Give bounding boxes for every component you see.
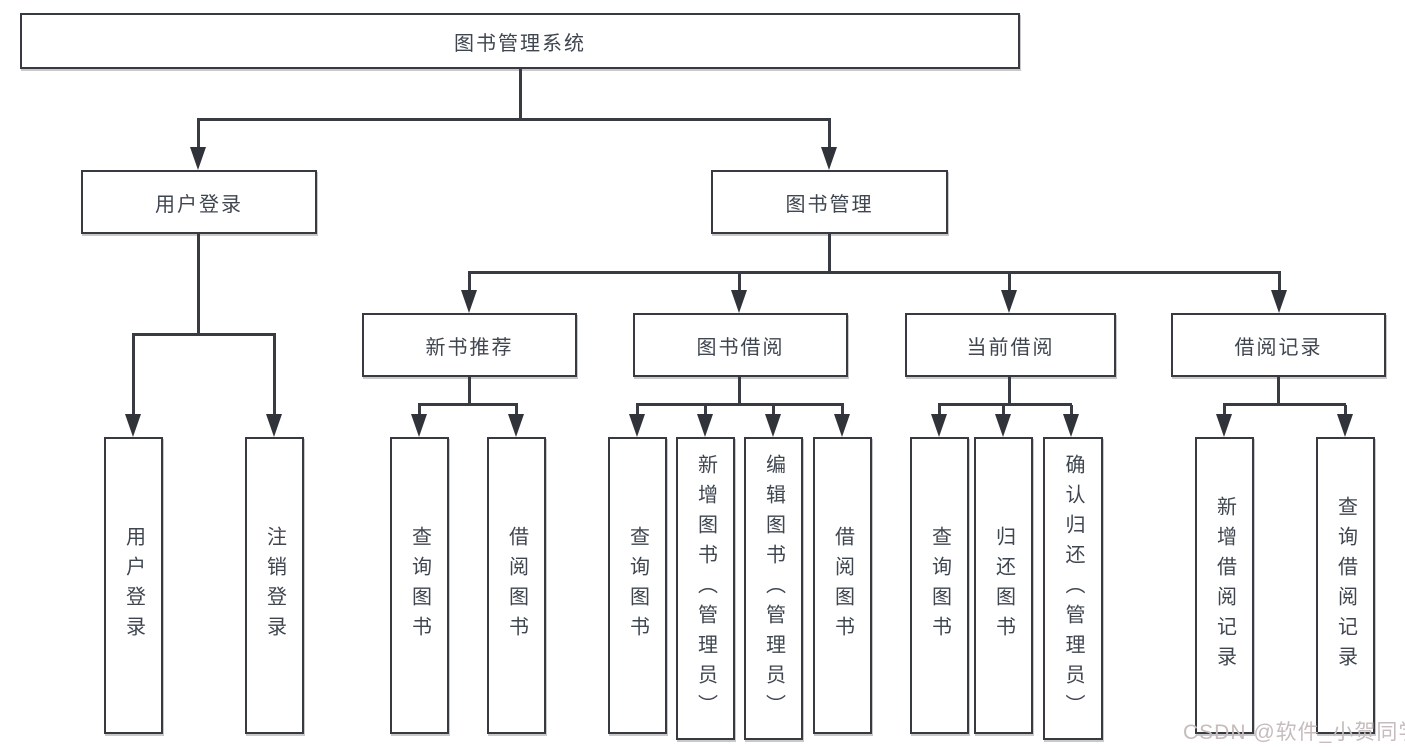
node-new-book-recommend: 新书推荐 — [362, 313, 577, 377]
connector-drop — [197, 120, 200, 148]
connector-drop — [273, 335, 276, 415]
connector-drop — [515, 405, 518, 416]
leaf-label: 注销登录 — [263, 525, 286, 646]
arrow-down-icon — [266, 414, 282, 437]
node-label: 用户登录 — [155, 193, 243, 216]
connector-drop — [1223, 405, 1226, 416]
connector-drop — [1278, 273, 1281, 293]
leaf-label: 新增借阅记录 — [1213, 495, 1236, 676]
leaf-label: 查询借阅记录 — [1334, 495, 1357, 676]
leaf-edit-book-admin: 编辑图书（管理员） — [744, 437, 803, 740]
arrow-down-icon — [629, 414, 645, 437]
connector-userlogin-trunk — [197, 234, 200, 335]
leaf-label: 编辑图书（管理员） — [762, 453, 785, 724]
arrow-down-icon — [834, 414, 850, 437]
connector-bookmgmt-trunk — [828, 234, 831, 274]
leaf-logout: 注销登录 — [245, 437, 304, 734]
node-borrow-record: 借阅记录 — [1171, 313, 1386, 377]
connector-rail-userlogin — [132, 333, 276, 336]
leaf-user-login: 用户登录 — [104, 437, 163, 734]
connector-drop — [738, 273, 741, 293]
connector-drop — [938, 405, 941, 416]
leaf-label: 归还图书 — [992, 525, 1015, 646]
node-label: 图书借阅 — [696, 336, 785, 359]
arrow-down-icon — [731, 290, 747, 313]
arrow-down-icon — [931, 414, 947, 437]
connector-rail-level2 — [197, 118, 831, 121]
arrow-down-icon — [1337, 414, 1353, 437]
arrow-down-icon — [1063, 414, 1079, 437]
connector-drop — [828, 120, 831, 148]
connector-drop — [1002, 405, 1005, 416]
leaf-query-borrow-record: 查询借阅记录 — [1316, 437, 1375, 734]
node-current-borrow: 当前借阅 — [905, 313, 1116, 377]
leaf-label: 查询图书 — [408, 525, 431, 646]
arrow-down-icon — [1216, 414, 1232, 437]
connector-drop — [636, 405, 639, 416]
watermark-text: CSDN @软件_小贺同学 — [1183, 721, 1405, 744]
connector-drop — [841, 405, 844, 416]
node-label: 借阅记录 — [1234, 336, 1323, 359]
arrow-down-icon — [697, 414, 713, 437]
connector-rail — [1223, 403, 1346, 406]
node-user-login: 用户登录 — [81, 170, 317, 234]
leaf-query-book-recommend: 查询图书 — [390, 437, 449, 734]
node-label: 当前借阅 — [966, 336, 1055, 359]
arrow-down-icon — [125, 414, 141, 437]
connector-trunk — [1277, 377, 1280, 406]
leaf-label: 新增图书（管理员） — [694, 453, 717, 724]
leaf-label: 借阅图书 — [505, 525, 528, 646]
node-book-borrow: 图书借阅 — [633, 313, 848, 377]
arrow-down-icon — [765, 414, 781, 437]
leaf-return-book: 归还图书 — [974, 437, 1033, 734]
leaf-query-book-current: 查询图书 — [910, 437, 969, 734]
leaf-label: 确认归还（管理员） — [1062, 453, 1084, 724]
arrow-down-icon — [508, 414, 524, 437]
node-label: 图书管理 — [785, 193, 874, 216]
arrow-down-icon — [995, 414, 1011, 437]
arrow-down-icon — [821, 147, 837, 170]
connector-root-trunk — [519, 69, 522, 120]
arrow-down-icon — [1001, 290, 1017, 313]
connector-drop — [1070, 405, 1073, 416]
connector-rail-level3 — [468, 271, 1281, 274]
connector-drop — [132, 335, 135, 415]
connector-trunk — [1008, 377, 1011, 406]
arrow-down-icon — [411, 414, 427, 437]
leaf-label: 用户登录 — [122, 525, 145, 646]
connector-trunk — [738, 377, 741, 406]
node-label: 图书管理系统 — [454, 32, 586, 55]
node-book-management: 图书管理 — [711, 170, 948, 234]
leaf-label: 查询图书 — [928, 525, 951, 646]
arrow-down-icon — [461, 290, 477, 313]
connector-drop — [772, 405, 775, 416]
connector-rail — [418, 403, 518, 406]
leaf-label: 借阅图书 — [831, 525, 854, 646]
leaf-confirm-return-admin: 确认归还（管理员） — [1043, 437, 1103, 740]
connector-drop — [418, 405, 421, 416]
connector-drop — [1344, 405, 1347, 416]
connector-drop — [1008, 273, 1011, 293]
leaf-borrow-book-recommend: 借阅图书 — [487, 437, 546, 734]
leaf-borrow-book: 借阅图书 — [813, 437, 872, 734]
node-label: 新书推荐 — [425, 336, 514, 359]
connector-drop — [468, 273, 471, 293]
connector-rail — [938, 403, 1072, 406]
connector-drop — [704, 405, 707, 416]
leaf-query-book-borrow: 查询图书 — [608, 437, 667, 734]
connector-trunk — [468, 377, 471, 406]
arrow-down-icon — [1271, 290, 1287, 313]
leaf-add-borrow-record: 新增借阅记录 — [1195, 437, 1254, 734]
node-root-system: 图书管理系统 — [20, 13, 1020, 69]
leaf-label: 查询图书 — [626, 525, 649, 646]
connector-rail — [636, 403, 844, 406]
leaf-add-book-admin: 新增图书（管理员） — [676, 437, 735, 740]
arrow-down-icon — [190, 147, 206, 170]
